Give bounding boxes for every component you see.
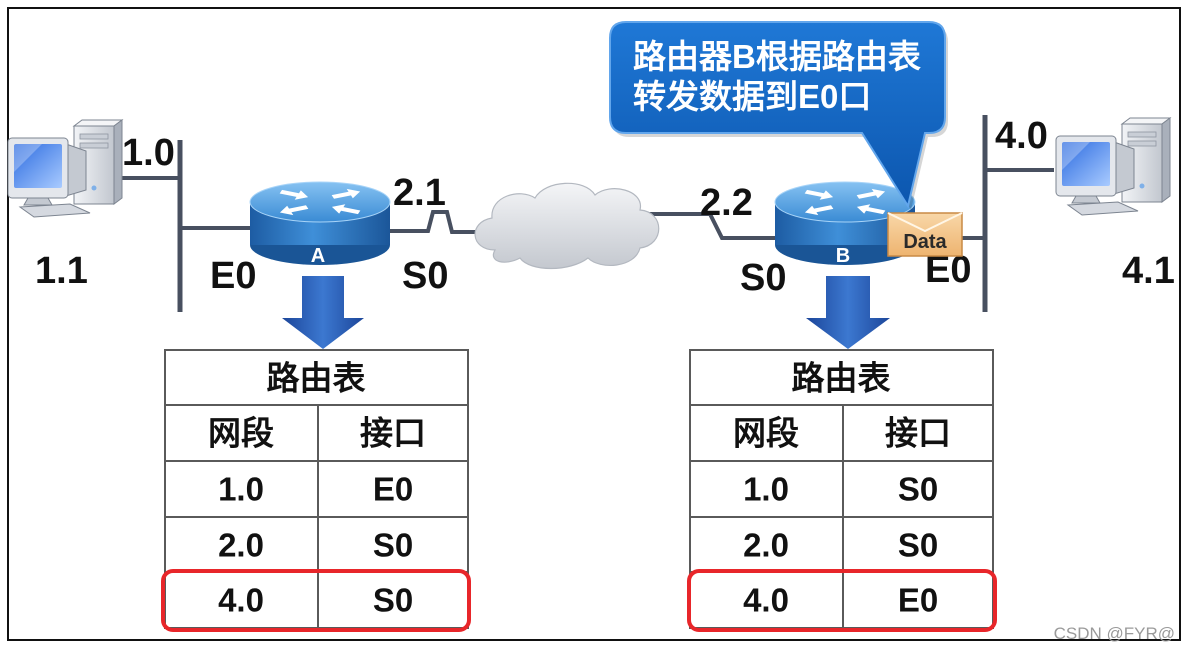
table-title: 路由表 <box>267 360 366 397</box>
envelope-icon: Data <box>887 212 963 257</box>
table-cell-interface: S0 <box>373 582 413 619</box>
table-header-row: 网段 接口 <box>733 415 951 452</box>
table-header-row: 网段 接口 <box>208 415 426 452</box>
table-cell-segment: 4.0 <box>218 582 264 619</box>
router-b-wan-interface-label: S0 <box>740 257 786 299</box>
router-b-serial-link <box>646 212 779 240</box>
table-cell-interface: E0 <box>898 582 938 619</box>
table-row: 4.0 S0 <box>218 582 413 619</box>
router-b-wan-address-label: 2.2 <box>700 182 753 224</box>
table-cell-interface: S0 <box>898 471 938 508</box>
left-network-label: 1.0 <box>122 132 175 174</box>
down-arrow-icon <box>806 276 890 349</box>
cloud-icon <box>474 182 660 269</box>
table-cell-segment: 2.0 <box>743 527 789 564</box>
table-cell-segment: 2.0 <box>218 527 264 564</box>
router-a-serial-link <box>388 210 494 234</box>
table-row: 2.0 S0 <box>743 527 938 564</box>
left-host-address-label: 1.1 <box>35 250 88 292</box>
column-header-segment: 网段 <box>208 415 274 452</box>
column-header-segment: 网段 <box>733 415 799 452</box>
down-arrow-icon <box>282 276 364 349</box>
table-row: 2.0 S0 <box>218 527 413 564</box>
table-title: 路由表 <box>792 360 891 397</box>
column-header-interface: 接口 <box>885 415 951 452</box>
callout-line-1: 路由器B根据路由表 <box>633 38 921 75</box>
table-row: 4.0 E0 <box>743 582 938 619</box>
router-a-wan-address-label: 2.1 <box>393 172 446 214</box>
router-a-lan-interface-label: E0 <box>210 255 256 297</box>
data-packet-label: Data <box>903 231 947 253</box>
routing-table-b: 路由表 网段 接口 1.0 S0 2.0 S0 4.0 E0 <box>687 349 997 632</box>
table-cell-interface: S0 <box>898 527 938 564</box>
table-cell-segment: 1.0 <box>218 471 264 508</box>
callout-line-2: 转发数据到E0口 <box>633 78 871 115</box>
right-network-label: 4.0 <box>995 115 1048 157</box>
table-cell-interface: E0 <box>373 471 413 508</box>
routing-table-a: 路由表 网段 接口 1.0 E0 2.0 S0 4.0 S0 <box>161 349 471 632</box>
table-cell-interface: S0 <box>373 527 413 564</box>
router-icon: A <box>250 182 390 267</box>
right-host-address-label: 4.1 <box>1122 250 1175 292</box>
watermark: CSDN @FYR@ <box>1054 624 1175 643</box>
router-b-name-label: B <box>836 245 850 267</box>
table-cell-segment: 4.0 <box>743 582 789 619</box>
router-icon: B <box>775 182 915 267</box>
callout-bubble: 路由器B根据路由表 转发数据到E0口 <box>609 21 948 210</box>
highlight-row-b <box>687 569 997 632</box>
highlight-row-a <box>161 569 471 632</box>
table-row: 1.0 S0 <box>743 471 938 508</box>
table-cell-segment: 1.0 <box>743 471 789 508</box>
router-a-wan-interface-label: S0 <box>402 255 448 297</box>
column-header-interface: 接口 <box>360 415 426 452</box>
table-row: 1.0 E0 <box>218 471 413 508</box>
router-a-name-label: A <box>311 245 325 267</box>
